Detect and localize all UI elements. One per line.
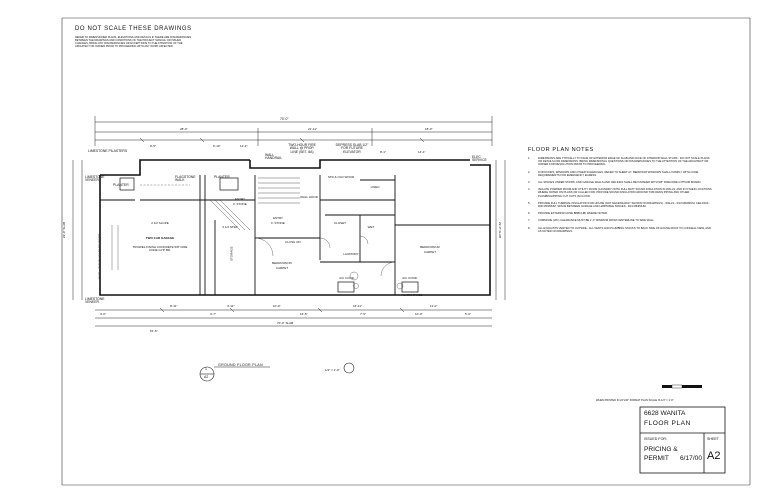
label-linen: LINEN: [370, 185, 380, 189]
floor-plan-notes-title: FLOOR PLAN NOTES: [528, 147, 594, 153]
note-item: 8.ALL EXHAUSTS VENTED TO OUTSIDE - ALL V…: [528, 226, 711, 233]
top-dim-2: 21'-11": [308, 127, 318, 131]
label-flagstone-walk: FLAGSTONE WALK: [175, 175, 196, 183]
label-garage: TWO CAR GARAGE: [145, 236, 175, 240]
dim-d: 8'-1": [380, 150, 386, 154]
dim-i: 11'-0": [430, 304, 438, 308]
top-dim-3: 18'-0": [425, 127, 433, 131]
overall-bottom-dim: 70'-0" SLAB: [277, 321, 294, 325]
label-wall-handrail: WALL HANDRAIL: [265, 153, 283, 161]
note-item: 1.DIMENSIONS ARE TYPICALLY TO FACE OF EX…: [528, 157, 710, 167]
overall-bottom-dim-2: 61'-6": [150, 329, 158, 333]
label-lavatory: LAVATORY: [343, 252, 359, 256]
label-wet: WET: [367, 225, 375, 229]
label-limestone-pilasters: LIMESTONE PILASTERS: [88, 149, 128, 153]
note-item: 2.FOR DOORS, WINDOWS AND OTHER SCHEDULES…: [528, 170, 699, 177]
label-flush-on: FLUSH ON: [285, 240, 301, 244]
label-entry-2: ENTRY: [272, 216, 284, 220]
dim-h: 4'-11": [227, 304, 235, 308]
title-block-issued-for: PRICING &: [644, 446, 678, 453]
label-closet: CLOSET: [333, 221, 346, 225]
label-slope: 2 1/2 SLOPE: [151, 221, 169, 225]
scale-bar: [662, 384, 702, 389]
label-std-old-wood: STD & OLD WOOD: [327, 175, 355, 179]
title-block-issued-label: ISSUED FOR:: [644, 437, 667, 441]
label-bedroom-3: BEDROOM #3: [272, 261, 292, 265]
scale-note: WHEN PRINTED IN 24"x36" FORMAT PLAN SCAL…: [596, 399, 674, 402]
label-bedroom-3-sub: CARPET: [275, 266, 289, 270]
label-bedroom-2: BEDROOM #2: [420, 245, 440, 249]
plan-caption-scale: 1/4" = 1'-0": [325, 368, 340, 372]
plan-caption-number: 1: [205, 367, 207, 371]
top-dim-1: 28'-0": [180, 127, 188, 131]
label-depress-slab: DEPRESS SLAB 1/2" FOR FUTURE ELEVATOR: [335, 143, 369, 154]
label-two-hour-wall: TWO-HOUR FIRE WALL @ PROP. LINE (SET. 8A…: [288, 143, 316, 154]
title-block-sheet-title: FLOOR PLAN: [644, 420, 691, 427]
title-block-issued-for-2: PERMIT: [644, 455, 669, 462]
note-item: 5.PROVIDE FULL THERMAL INSULATION FOR HO…: [528, 201, 711, 209]
label-alarm-panel: ALARM PANEL: [401, 293, 423, 297]
dim-g: 10'-9": [273, 304, 281, 308]
dim-m: 5'-6": [465, 312, 471, 316]
label-planter-1: PLANTER: [113, 183, 129, 187]
dim-p: 10'-0": [415, 312, 423, 316]
dim-o: 4'-0": [100, 312, 106, 316]
label-planter-2: PLANTER: [214, 175, 230, 179]
general-note-body: REFER TO DIMENSIONED PLANS, ELEVATIONS A…: [75, 36, 192, 49]
title-block-sheet-number: A2: [707, 450, 721, 462]
dim-j: 16'-11": [353, 304, 363, 308]
label-ac-cond-1: A/C COND.: [339, 276, 355, 280]
dim-c: 11'-2": [240, 144, 248, 148]
dim-a: 9'-5": [150, 144, 156, 148]
plan-caption-sheet: A2: [204, 375, 209, 379]
floor-plan-notes-list: 1.DIMENSIONS ARE TYPICALLY TO FACE OF EX…: [528, 157, 713, 237]
note-item: 4.ISOLATE POWDER ROOM AND UTILITY ROOM (…: [528, 188, 712, 198]
label-entry-1-sub: F. STONE: [233, 202, 247, 206]
label-ac-cond-2: A/C COND.: [402, 276, 418, 280]
label-bedroom-2-sub: CARPET: [423, 250, 437, 254]
dim-k: 16'-5": [300, 312, 308, 316]
title-block-project: 6628 WANITA: [644, 410, 686, 417]
dim-e: 14'-1": [418, 150, 426, 154]
title-block-sheet-label: SHEET: [707, 437, 719, 441]
dim-l: 7'-5": [360, 312, 366, 316]
label-limestone-veneer-top: LIMESTONE VENEER: [85, 175, 105, 183]
general-note-title: DO NOT SCALE THESE DRAWINGS: [75, 26, 192, 32]
plan-caption-title: GROUND FLOOR PLAN: [218, 363, 263, 367]
dim-n: 3'-7": [210, 312, 216, 316]
label-wall-hood: WALL HOOD: [300, 195, 318, 199]
title-block-date: 6/17/00: [680, 455, 702, 462]
label-elec-service: ELEC SERVICE: [472, 155, 487, 163]
dim-b: 6'-10": [213, 144, 221, 148]
label-garage-sub: TROWEL FINISH CONCRETE 5/8" FIRE CODE GY…: [132, 245, 188, 253]
note-item: 3.ALL SPACES UNDER STAIRS, AND GARAGE WA…: [528, 181, 702, 185]
overall-top-dim: 70'-0": [280, 117, 289, 121]
note-item: 6.PROVIDE EXTERIOR HOSE BIBB (HB) WHERE …: [528, 212, 608, 216]
label-limestone-veneer-bottom: LIMESTONE VENEER: [85, 297, 105, 305]
label-entry-2-sub: F. STONE: [271, 221, 285, 225]
dim-f: 8'-11": [170, 304, 178, 308]
note-item: 7.COMMODE (WC) CLEARANCE MUST BE 1'-3" M…: [528, 219, 655, 223]
label-entry-1: ENTRY: [234, 197, 246, 201]
label-step: 2 1/2 STEP: [222, 225, 238, 229]
